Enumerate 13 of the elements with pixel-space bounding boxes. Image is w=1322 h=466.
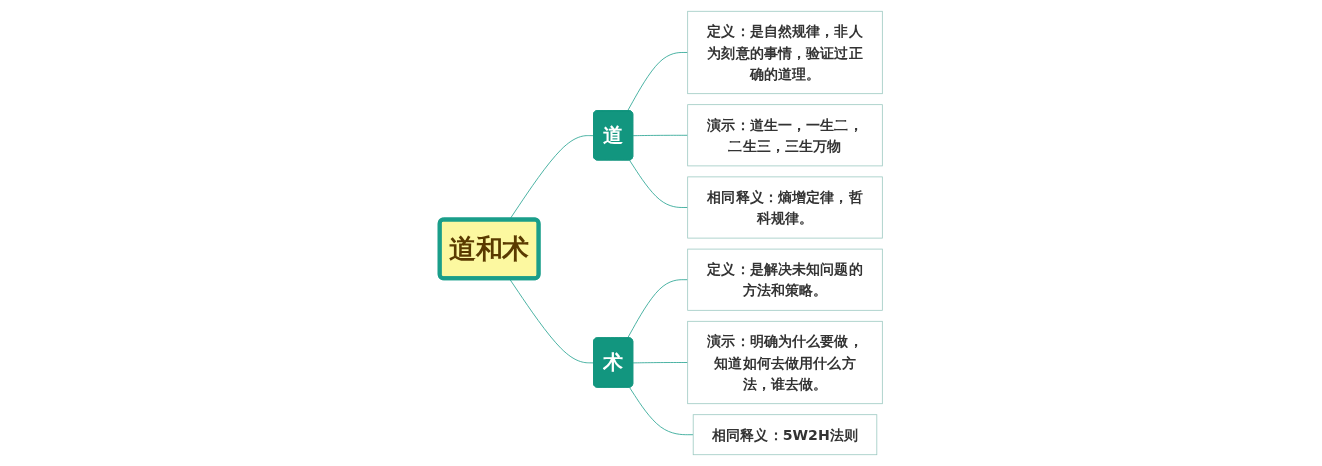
- connector: [629, 387, 694, 436]
- connector: [509, 278, 595, 364]
- connector: [627, 279, 689, 339]
- node-box: 定义：是自然规律，非人为刻意的事情，验证过正确的道理。: [687, 10, 883, 95]
- connector: [632, 134, 689, 137]
- node-box: 相同释义：5W2H法则: [692, 414, 878, 456]
- connector: [627, 52, 689, 112]
- connector: [632, 362, 689, 364]
- node-box: 相同释义：熵增定律，哲科规律。: [687, 176, 883, 239]
- node-box: 演示：明确为什么要做，知道如何去做用什么方法，谁去做。: [687, 320, 883, 405]
- connector: [629, 160, 689, 208]
- node-box: 定义：是解决未知问题的方法和策略。: [687, 248, 883, 311]
- node-box: 演示：道生一，一生二，二生三，三生万物: [687, 104, 883, 167]
